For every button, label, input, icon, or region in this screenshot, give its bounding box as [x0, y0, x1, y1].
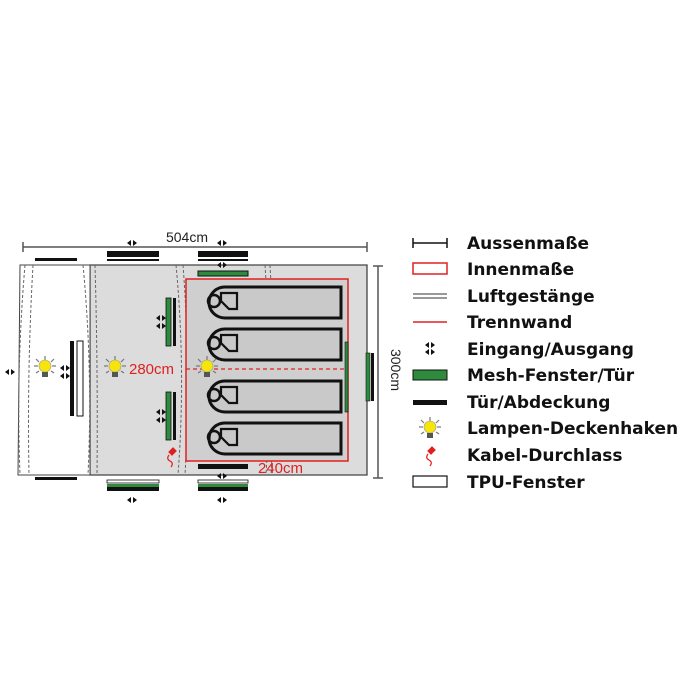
cable-icon — [426, 446, 436, 467]
dimension-line-icon — [412, 238, 448, 248]
black-bar-icon — [413, 400, 447, 405]
legend: Aussenmaße Innenmaße Luftgestänge Trennw… — [412, 234, 678, 493]
sleeping-pad — [206, 421, 343, 456]
arrows-icon — [425, 342, 435, 355]
inner-length-label: 280cm — [129, 361, 174, 378]
legend-label: Innenmaße — [467, 260, 574, 280]
length-label: 504cm — [166, 229, 208, 245]
legend-label: Luftgestänge — [467, 287, 595, 307]
legend-label: Lampen-Deckenhaken — [467, 419, 678, 439]
legend-label: Mesh-Fenster/Tür — [467, 366, 635, 386]
white-rectangle-icon — [412, 475, 448, 488]
sleeping-pad — [206, 379, 343, 414]
length-dimension: 504cm — [22, 229, 368, 252]
cable-icon — [167, 447, 177, 468]
legend-label: Aussenmaße — [467, 234, 589, 254]
legend-label: Eingang/Ausgang — [467, 340, 634, 360]
lamp-icon — [418, 416, 442, 439]
legend-label: Trennwand — [467, 313, 572, 333]
width-dimension: 300cm — [373, 265, 404, 479]
sleeping-pad — [206, 285, 343, 320]
legend-label: TPU-Fenster — [467, 473, 585, 493]
sleeping-pad — [206, 327, 343, 362]
green-bar-icon — [412, 369, 448, 381]
width-label: 300cm — [388, 349, 404, 391]
legend-label: Kabel-Durchlass — [467, 446, 623, 466]
double-line-icon — [413, 293, 447, 299]
legend-label: Tür/Abdeckung — [467, 393, 610, 413]
doors-windows — [35, 251, 374, 491]
inner-width-label: 240cm — [258, 460, 303, 477]
red-rectangle-icon — [412, 262, 448, 275]
